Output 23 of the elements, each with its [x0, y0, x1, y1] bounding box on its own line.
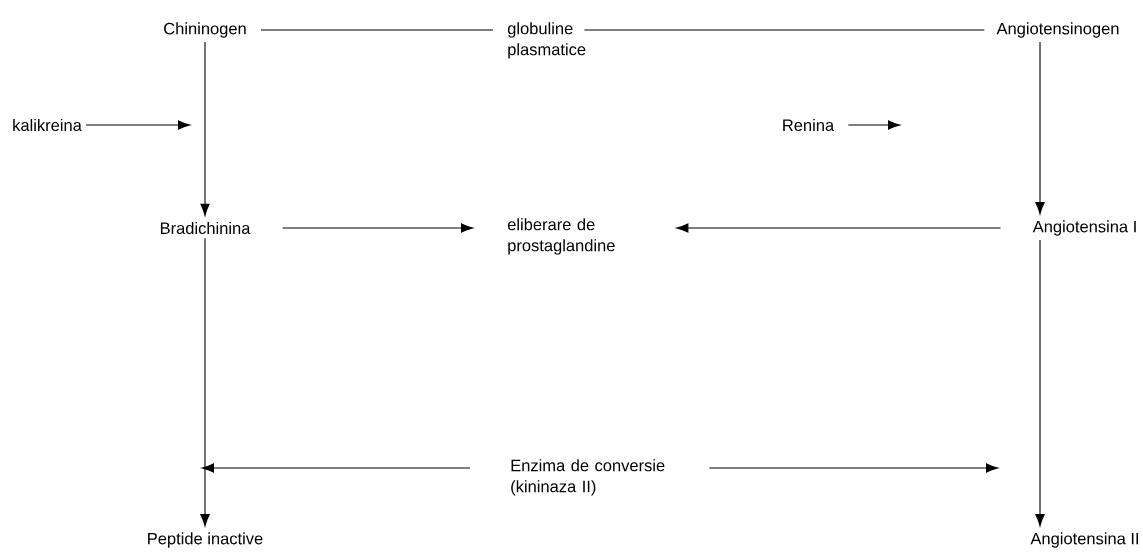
arrow — [282, 223, 474, 233]
term-label: Renina — [783, 118, 835, 132]
term-label: Bradichinina — [160, 221, 251, 235]
arrow — [85, 120, 191, 130]
connector-line — [583, 29, 985, 31]
arrow — [708, 463, 999, 473]
term-label: Peptide inactive — [148, 532, 263, 548]
arrow — [200, 237, 210, 527]
connector-line — [260, 29, 494, 31]
term-label: eliberare de prostaglandine — [507, 218, 615, 255]
term-label: Angiotensina I — [1032, 220, 1136, 236]
term-label: Enzima de conversie (kininaza II) — [511, 459, 665, 496]
arrow — [201, 463, 471, 473]
arrow — [847, 120, 901, 130]
arrow — [1035, 239, 1045, 527]
arrow — [676, 223, 1002, 233]
term-label: Angiotensina II — [1030, 532, 1139, 548]
arrow — [200, 41, 210, 216]
arrow — [1035, 41, 1045, 215]
term-label: Chininogen — [164, 22, 246, 38]
term-label: kalikreina — [13, 118, 82, 132]
term-label: globuline plasmatice — [507, 22, 586, 59]
term-label: Angiotensinogen — [996, 22, 1119, 38]
